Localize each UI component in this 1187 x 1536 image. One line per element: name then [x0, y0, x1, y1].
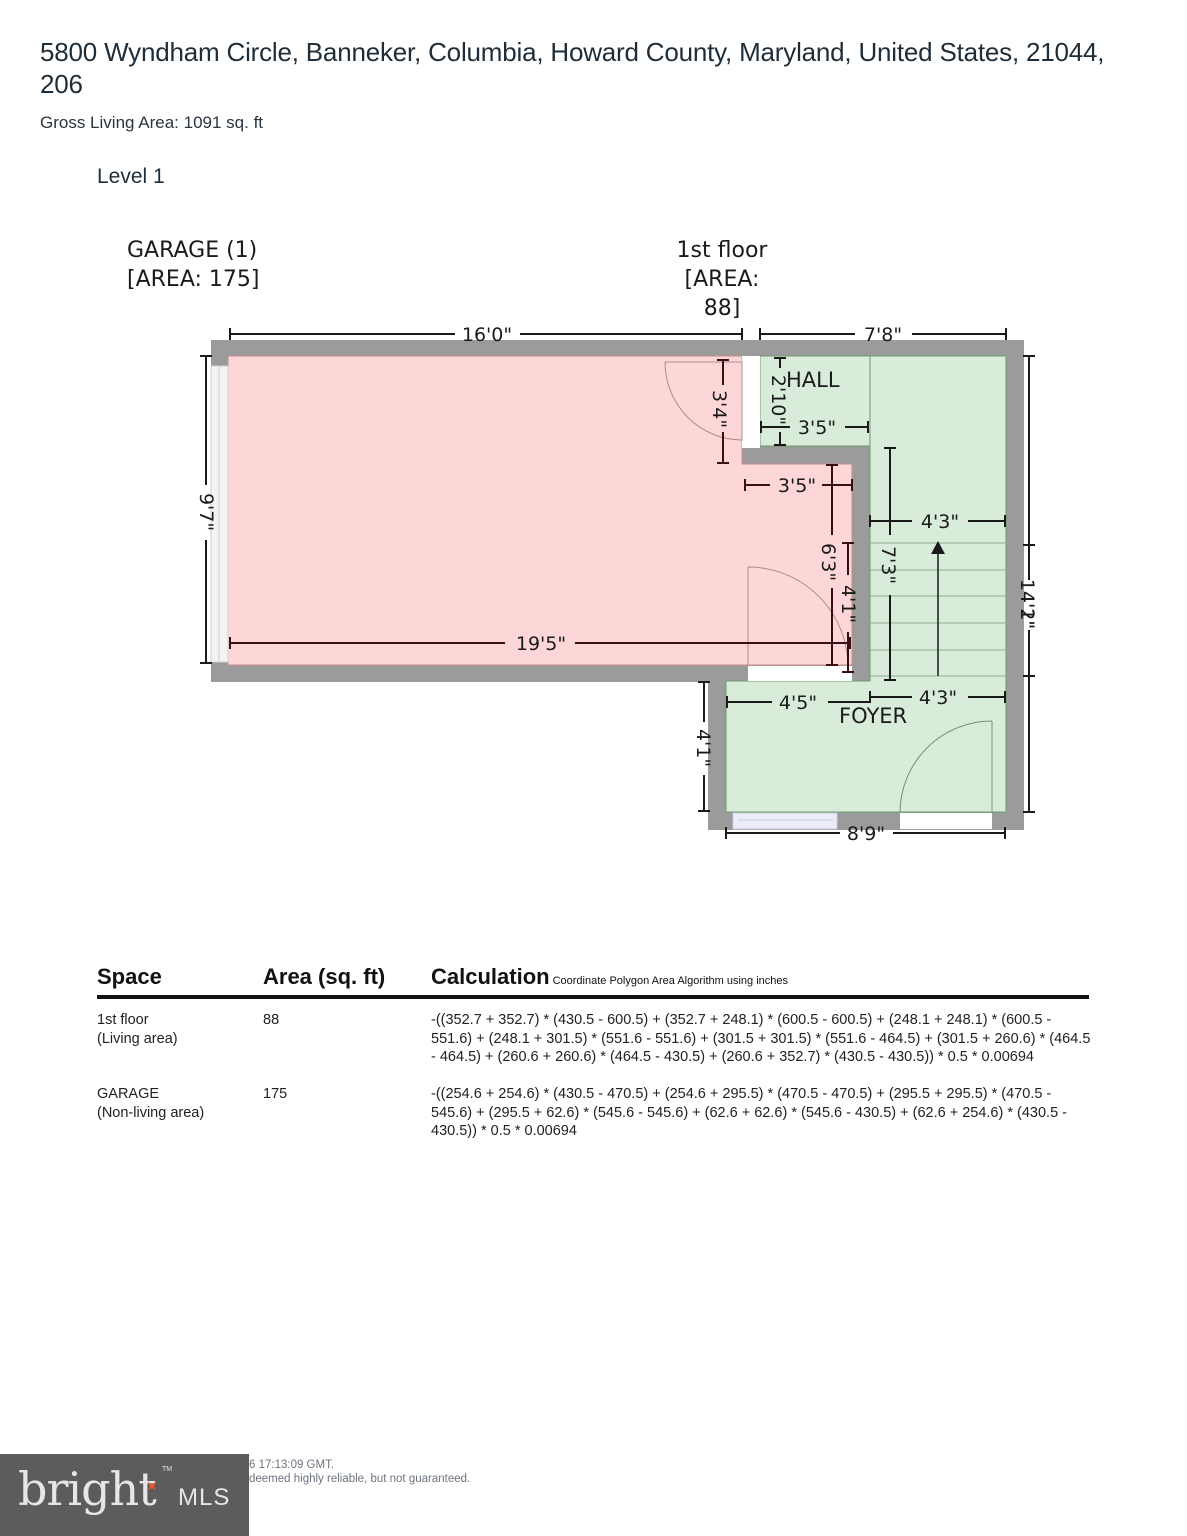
- header-calculation-label: Calculation: [431, 964, 550, 989]
- garage: [210, 340, 1024, 830]
- living-floor: [725, 355, 1007, 813]
- calculation-cell: -((254.6 + 254.6) * (430.5 - 470.5) + (2…: [431, 1086, 1067, 1139]
- footer-timestamp: 6 17:13:09 GMT.: [249, 1459, 335, 1471]
- first-floor-name: 1st floor: [676, 238, 768, 263]
- dim-foyer-bottom: 8'9": [847, 823, 885, 845]
- header-space: Space: [97, 964, 162, 989]
- dim-garage-notch-height: 3'4": [708, 390, 730, 428]
- dim-right-a: 14'2": [1016, 579, 1038, 629]
- space-cell: GARAGE (Non-living area): [97, 1085, 257, 1122]
- dimension-lines: [200, 328, 1035, 839]
- dim-hall-height: 2'10": [767, 375, 789, 425]
- header-calculation-note: Coordinate Polygon Area Algorithm using …: [552, 975, 788, 987]
- dim-garage-notch-width: 3'5": [778, 475, 816, 497]
- garage-area: [AREA: 175]: [127, 267, 260, 292]
- footer-reliability: deemed highly reliable, but not guarante…: [249, 1473, 471, 1485]
- space-type: (Living area): [97, 1030, 178, 1047]
- stair-up-arrow-icon: [931, 541, 945, 676]
- logo-trademark: TM: [162, 1466, 173, 1473]
- dim-stair-length: 7'3": [877, 546, 899, 584]
- dim-garage-right-b: 4'1": [837, 585, 859, 623]
- dim-foyer-left-width: 4'5": [779, 692, 817, 714]
- bright-mls-logo: bright TM MLS: [0, 1454, 249, 1536]
- hall-opening: [742, 356, 760, 448]
- garage-door-swing: [747, 566, 849, 667]
- space-type: (Non-living area): [97, 1104, 205, 1121]
- table-row: GARAGE (Non-living area) 175 -((254.6 + …: [97, 1085, 1089, 1145]
- footer-disclaimer: 6 17:13:09 GMT. deemed highly reliable, …: [249, 1458, 470, 1486]
- garage-hall-door-swing: [664, 361, 743, 441]
- space-name: GARAGE: [97, 1086, 160, 1102]
- floor-plan: 16'0" 7'8" 9'7" 19'5" 3'4" 3'5" 6'3" 4'1…: [195, 324, 1038, 845]
- area-cell: 175: [263, 1086, 288, 1102]
- dim-garage-left: 9'7": [195, 493, 217, 531]
- area-cell: 88: [263, 1012, 280, 1028]
- space-name: 1st floor: [97, 1012, 149, 1028]
- dim-garage-right-a: 6'3": [817, 543, 839, 581]
- first-floor-area: [AREA: 88]: [684, 267, 760, 321]
- dim-foyer-right-width: 4'3": [919, 687, 957, 709]
- front-door-swing: [899, 720, 993, 813]
- foyer-window: [732, 812, 838, 830]
- room-foyer-label: FOYER: [839, 704, 907, 728]
- header-area: Area (sq. ft): [263, 964, 386, 989]
- dim-garage-bottom: 19'5": [516, 633, 566, 655]
- room-hall-label: HALL: [786, 368, 840, 392]
- garage-name: GARAGE (1): [127, 238, 258, 263]
- space-cell: 1st floor (Living area): [97, 1011, 257, 1048]
- garage-area-label: GARAGE (1) [AREA: 175]: [127, 236, 259, 294]
- calculation-cell: -((352.7 + 352.7) * (430.5 - 600.5) + (3…: [431, 1012, 1091, 1065]
- garage-door-opening: [748, 666, 852, 681]
- dim-garage-top: 16'0": [462, 324, 512, 346]
- front-door-opening: [900, 813, 992, 829]
- level-heading: Level 1: [97, 165, 165, 188]
- logo-wordmark: bright: [18, 1462, 157, 1516]
- first-floor-area-label: 1st floor [AREA: 88]: [664, 236, 780, 323]
- dim-floor-top: 7'8": [864, 324, 902, 346]
- gross-living-area: Gross Living Area: 1091 sq. ft: [40, 113, 264, 132]
- dim-foyer-left-height: 4'1": [692, 729, 714, 767]
- dim-right-b: 4'1": [1016, 591, 1038, 629]
- dim-stair-width: 4'3": [921, 511, 959, 533]
- dim-hall-width: 3'5": [798, 417, 836, 439]
- logo-mls: MLS: [178, 1484, 231, 1511]
- property-address-title: 5800 Wyndham Circle, Banneker, Columbia,…: [40, 37, 1105, 99]
- table-row: 1st floor (Living area) 88 -((352.7 + 35…: [97, 1011, 1091, 1091]
